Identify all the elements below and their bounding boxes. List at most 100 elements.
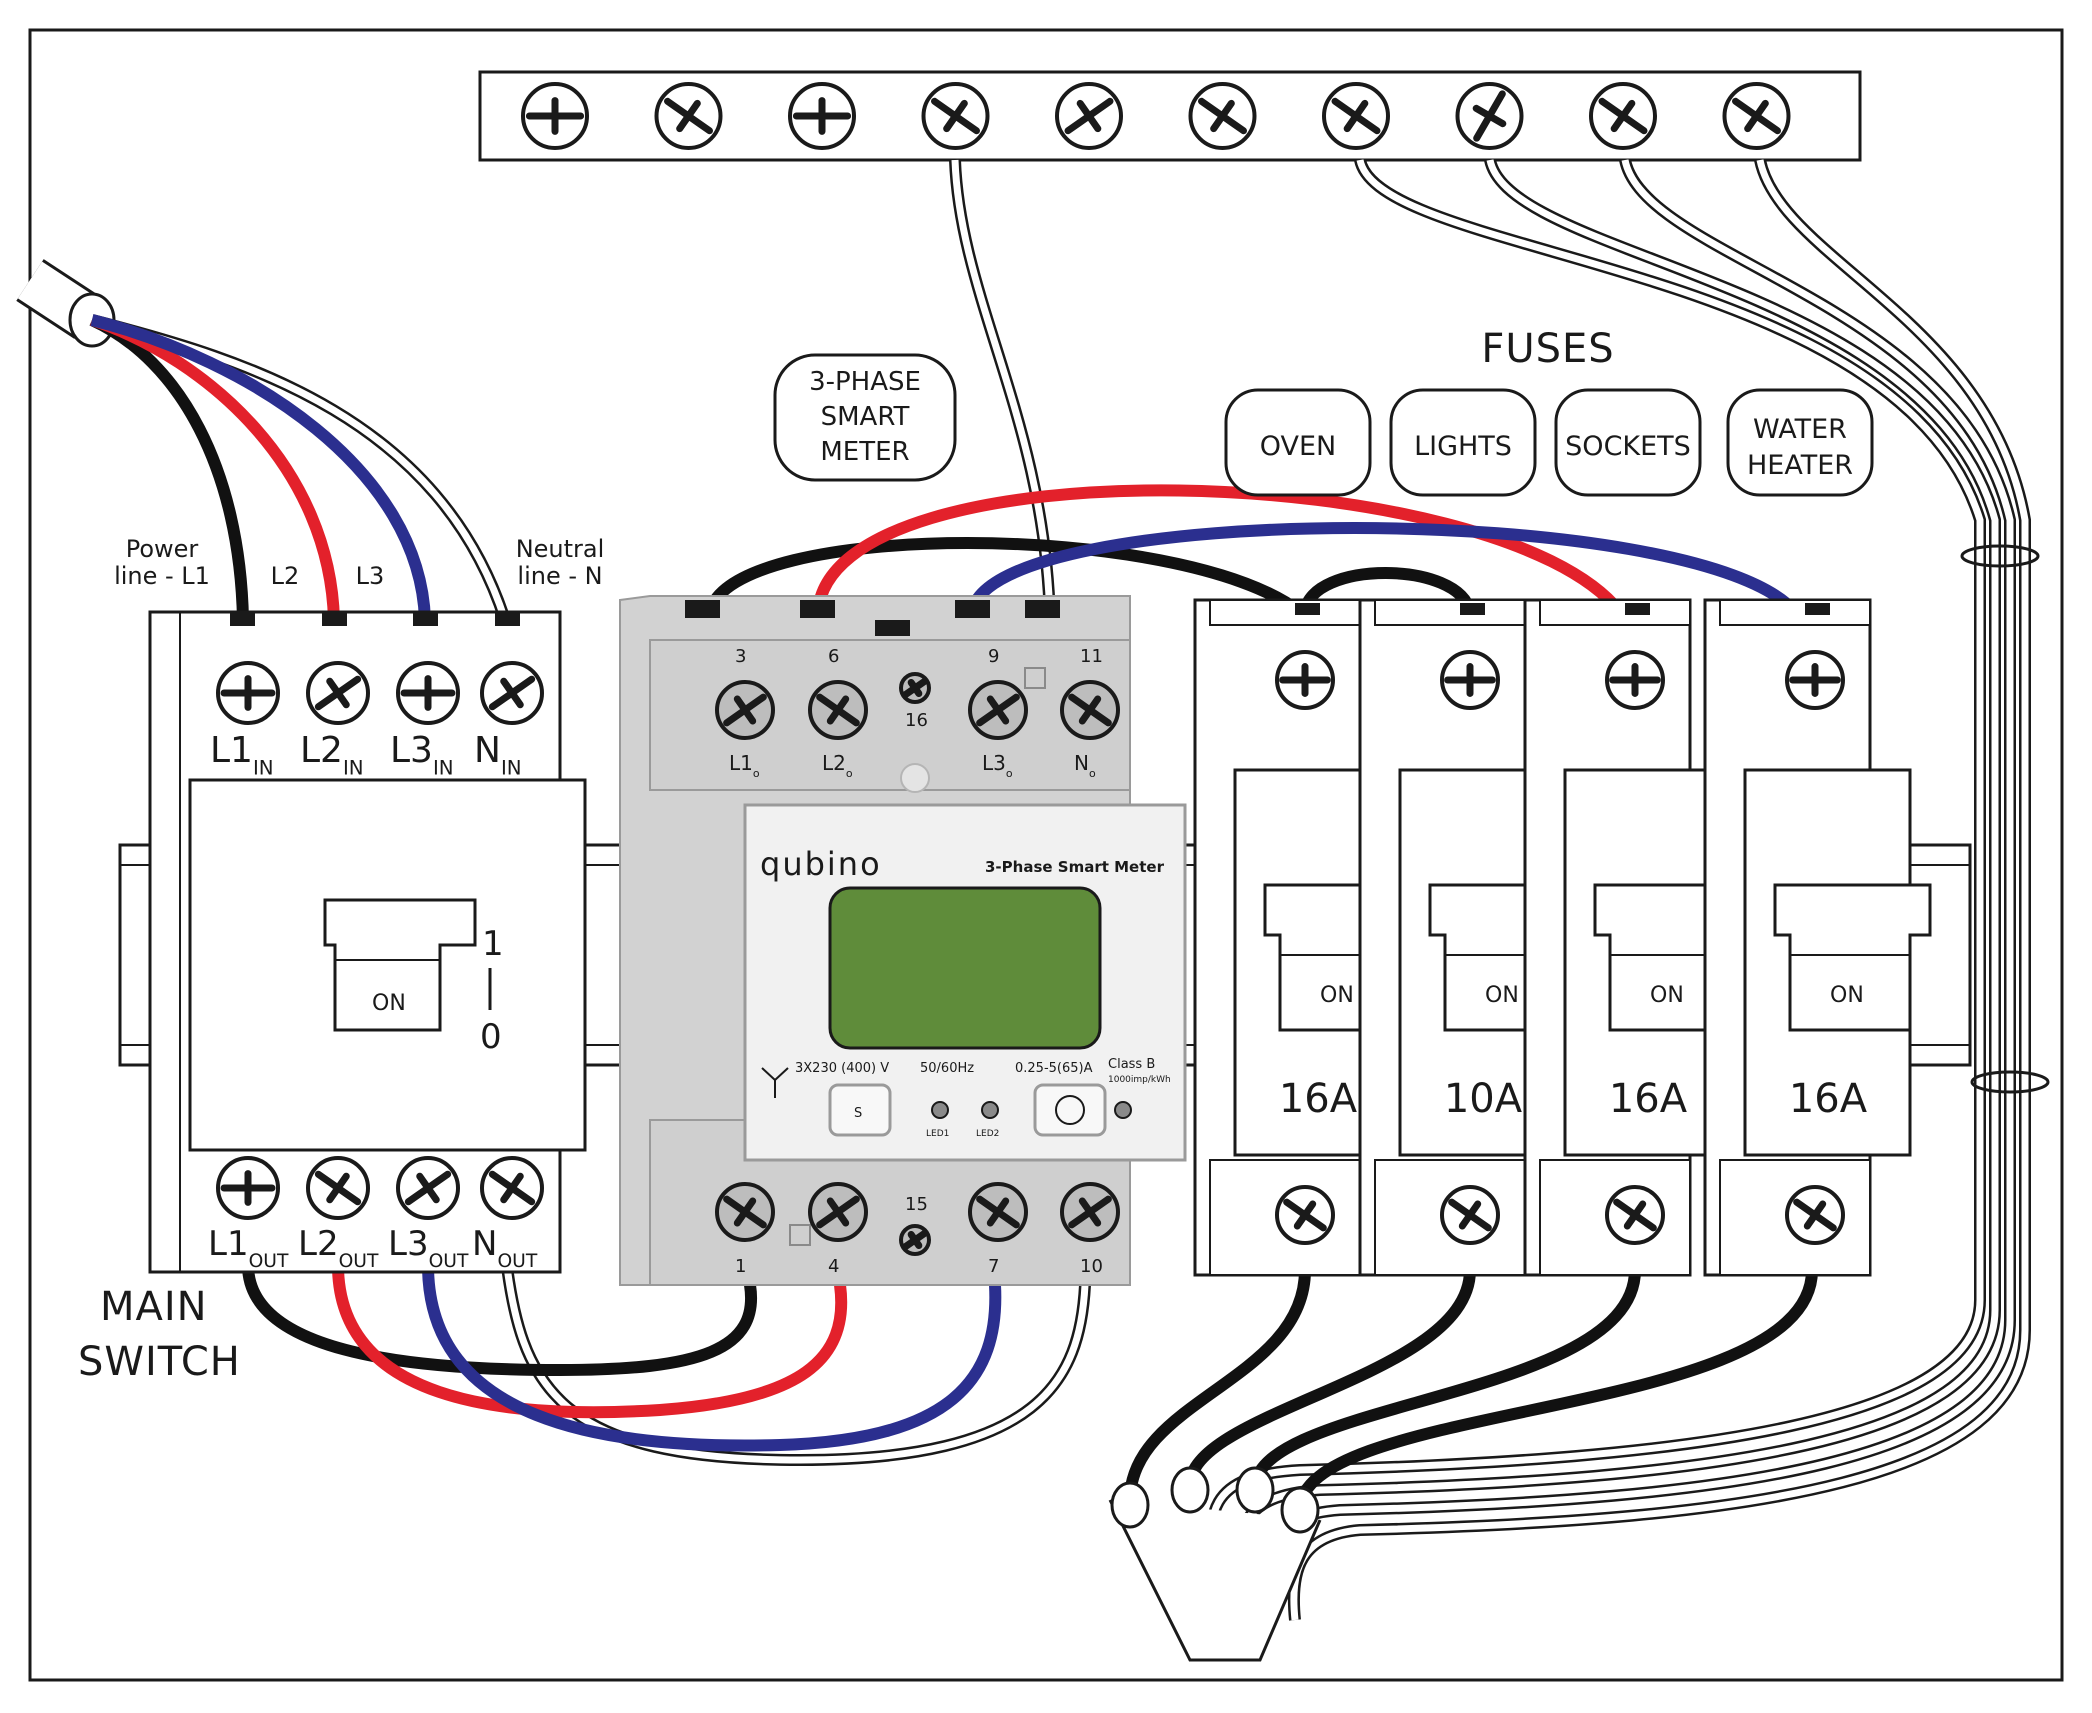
terminal-screw-icon [216, 1156, 280, 1220]
terminal-screw-icon [899, 1224, 931, 1256]
terminal-out-label: NOUT [472, 1224, 538, 1272]
terminal-screw-icon [1785, 1185, 1845, 1245]
input-label: Power [126, 535, 199, 563]
terminal-screw-icon [968, 680, 1028, 740]
terminal-in-label: L3IN [390, 730, 454, 780]
terminal-screw-icon [1060, 1182, 1120, 1242]
terminal-screw-icon [1275, 650, 1335, 710]
meter-terminal-label-main: L3 [982, 751, 1006, 775]
terminal-screw-icon [1455, 82, 1524, 150]
terminal-out-label-main: N [472, 1224, 497, 1264]
terminal-screw-icon [808, 1182, 868, 1242]
led1-label: LED1 [926, 1129, 949, 1139]
meter-callout-line1: 3-PHASE [809, 367, 921, 397]
meter-terminal-number: 7 [988, 1256, 999, 1277]
sockets-wire [1248, 1269, 1641, 1491]
breaker-rating: 10A [1444, 1076, 1523, 1122]
meter-callout-line2: SMART [821, 402, 910, 432]
input-label: Neutral [516, 535, 605, 563]
meter-terminal-label-sub: o [1089, 767, 1096, 780]
outgoing-cable-bundle [1108, 1466, 1322, 1662]
meter-terminal-label-sub: o [753, 767, 760, 780]
terminal-screw-icon [216, 661, 280, 725]
meter-spec-current: 0.25-5(65)A [1015, 1061, 1093, 1076]
meter-terminal-label-main: N [1074, 751, 1089, 775]
terminal-in-label: L1IN [210, 730, 274, 780]
terminal-out-label: L2OUT [298, 1224, 379, 1272]
meter-spec-voltage: 3X230 (400) V [795, 1061, 889, 1076]
circuit-label: SOCKETS [1554, 388, 1702, 497]
meter-s-button-label: S [854, 1106, 862, 1121]
breaker-on-label: ON [1650, 983, 1684, 1008]
l2-wire-out [332, 1264, 848, 1419]
smart-meter-callout: 3-PHASE SMART METER [773, 353, 957, 482]
meter-terminal-label-sub: o [1006, 767, 1013, 780]
circuit-label-text: LIGHTS [1414, 431, 1512, 462]
led1-indicator [931, 1101, 949, 1119]
terminal-out-label-sub: OUT [497, 1251, 537, 1272]
terminal-out-label-sub: OUT [339, 1251, 379, 1272]
position-off-label: 0 [480, 1017, 502, 1057]
meter-spec-impulse: 1000imp/kWh [1108, 1075, 1171, 1085]
main-switch-title-line2: SWITCH [78, 1339, 241, 1385]
l3-meter-to-fuse [966, 522, 1800, 617]
breaker-on-label: ON [1830, 983, 1864, 1008]
meter-terminal-number: 4 [828, 1256, 839, 1277]
main-switch-on-label: ON [372, 991, 406, 1016]
meter-terminal-number: 10 [1080, 1256, 1103, 1277]
terminal-screw-icon [1440, 650, 1500, 710]
terminal-screw-icon [1589, 82, 1657, 150]
terminal-in-label-main: L3 [390, 730, 433, 771]
meter-scroll-button[interactable] [1033, 1083, 1107, 1137]
l3-wire [90, 314, 431, 621]
meter-terminal-label-main: L1 [729, 751, 753, 775]
l1-wire-out [242, 1264, 758, 1377]
terminal-in-label: L2IN [300, 730, 364, 780]
terminal-out-label-main: L1 [208, 1224, 249, 1264]
input-label: line - L1 [114, 562, 210, 590]
terminal-screw-icon [1722, 82, 1791, 150]
position-on-label: 1 [482, 924, 504, 964]
main-switch-title-line1: MAIN [100, 1284, 208, 1330]
circuit-breaker: ON 16A [1523, 598, 1752, 1277]
terminal-screw-icon [654, 82, 723, 150]
circuit-label-text: WATER [1753, 414, 1847, 445]
terminal-screw-icon [968, 1182, 1028, 1242]
meter-top-button[interactable] [900, 763, 930, 793]
breaker-rating: 16A [1789, 1076, 1868, 1122]
meter-callout-line3: METER [820, 437, 909, 467]
terminal-screw-icon [480, 1156, 544, 1220]
meter-terminal-label: No [1074, 751, 1096, 780]
oven-wire [1124, 1269, 1311, 1501]
meter-terminal-label: L2o [822, 751, 853, 780]
terminal-screw-icon [921, 82, 990, 150]
water-heater-wire [1294, 1269, 1818, 1511]
terminal-out-label-sub: OUT [429, 1251, 469, 1272]
meter-display [828, 886, 1102, 1050]
terminal-screw-icon [1275, 1185, 1335, 1245]
meter-terminal-number: 15 [905, 1194, 928, 1215]
terminal-screw-icon [808, 680, 868, 740]
breaker-toggle[interactable]: ON [1773, 883, 1932, 1032]
meter-s-button[interactable]: S [828, 1083, 892, 1137]
meter-terminal-number: 11 [1080, 646, 1103, 667]
circuit-label: OVEN [1224, 388, 1372, 497]
breaker-on-label: ON [1320, 983, 1354, 1008]
terminal-in-label-main: L2 [300, 730, 343, 771]
cable-tie [1960, 544, 2040, 568]
meter-terminal-number: 1 [735, 1256, 746, 1277]
terminal-screw-icon [396, 661, 460, 725]
pulse-led-indicator [1114, 1101, 1132, 1119]
terminal-screw-icon [306, 1156, 370, 1220]
main-switch-toggle[interactable]: ON [323, 898, 477, 1032]
terminal-screw-icon [306, 661, 370, 725]
meter-brand: qubino [760, 845, 882, 883]
meter-spec-frequency: 50/60Hz [920, 1061, 974, 1076]
terminal-out-label: L1OUT [208, 1224, 289, 1272]
breaker-rating: 16A [1609, 1076, 1688, 1122]
